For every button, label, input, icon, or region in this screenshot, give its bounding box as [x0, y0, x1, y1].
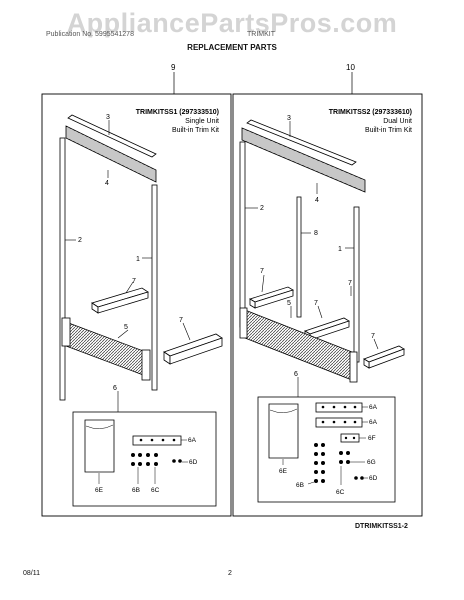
svg-text:6B: 6B [132, 487, 140, 494]
svg-text:6C: 6C [151, 487, 160, 494]
part-5-bottom-grille-dual [239, 307, 358, 383]
callout-10: 10 [346, 63, 355, 94]
kit-title-2: TRIMKITSS2 (297333610) Dual Unit Built-i… [329, 109, 412, 134]
svg-text:Dual Unit: Dual Unit [383, 118, 412, 125]
svg-text:6F: 6F [368, 435, 376, 442]
svg-text:7: 7 [348, 280, 352, 287]
part-7-bracket-dual-c [363, 345, 405, 369]
svg-text:2: 2 [260, 205, 264, 212]
svg-text:7: 7 [132, 278, 136, 285]
hardware-kit-box-right [257, 396, 396, 503]
part-2-side-trim [59, 137, 66, 401]
svg-text:6B: 6B [296, 482, 304, 489]
screws-left [131, 453, 182, 466]
part-6f-plate [340, 433, 360, 443]
right-kit-labels: 6A 6A 6F 6G 6D 6E 6B 6C [279, 404, 378, 496]
svg-text:9: 9 [171, 63, 176, 72]
footer-date: 08/11 [23, 570, 40, 577]
svg-text:2: 2 [78, 237, 82, 244]
svg-text:1: 1 [136, 256, 140, 263]
svg-text:Built-in Trim Kit: Built-in Trim Kit [365, 127, 412, 134]
svg-text:3: 3 [287, 115, 291, 122]
part-6a-brackets-right [315, 402, 363, 428]
part-7-bracket-dual-a [249, 286, 294, 309]
part-4-grille-strip [65, 125, 157, 183]
svg-text:6: 6 [113, 385, 117, 392]
part-8-center-trim [296, 196, 302, 318]
hardware-kit-box-left [72, 411, 217, 507]
model-number: TRIMKIT [247, 31, 275, 38]
footer-page-number: 2 [228, 570, 232, 577]
svg-text:Built-in Trim Kit: Built-in Trim Kit [172, 127, 219, 134]
screws-right [314, 443, 364, 483]
svg-text:8: 8 [314, 230, 318, 237]
svg-text:7: 7 [314, 300, 318, 307]
left-callouts: 3 4 2 1 7 5 7 6 [65, 114, 191, 412]
kit-title-1: TRIMKITSS1 (297333510) Single Unit Built… [136, 109, 219, 134]
svg-text:7: 7 [179, 317, 183, 324]
svg-text:TRIMKITSS1 (297333510): TRIMKITSS1 (297333510) [136, 109, 219, 116]
watermark: AppliancePartsPros.com [66, 8, 398, 38]
part-5-bottom-grille [61, 317, 151, 381]
svg-text:4: 4 [315, 197, 319, 204]
svg-text:6A: 6A [369, 419, 378, 426]
part-3-top-trim-dual [246, 119, 357, 166]
svg-text:Single Unit: Single Unit [185, 118, 219, 125]
svg-text:6A: 6A [188, 437, 197, 444]
diagram-code: DTRIMKITSS1-2 [355, 523, 408, 530]
page-title: REPLACEMENT PARTS [187, 43, 277, 52]
part-7-bracket [91, 287, 149, 314]
part-6e-template-left [84, 419, 115, 473]
left-kit-labels: 6A 6D 6E 6B 6C [95, 437, 198, 494]
svg-text:4: 4 [105, 180, 109, 187]
svg-text:3: 3 [106, 114, 110, 121]
svg-text:6E: 6E [95, 487, 104, 494]
svg-text:6G: 6G [367, 459, 376, 466]
svg-text:6D: 6D [189, 459, 198, 466]
svg-text:6C: 6C [336, 489, 345, 496]
part-3-top-trim [67, 114, 157, 158]
svg-text:5: 5 [124, 324, 128, 331]
svg-text:6A: 6A [369, 404, 378, 411]
svg-text:6D: 6D [369, 475, 378, 482]
part-6a-bracket-left [132, 435, 182, 446]
panel-single-unit [41, 93, 232, 517]
part-4-grille-strip-dual [241, 127, 366, 193]
svg-text:7: 7 [371, 333, 375, 340]
publication-number: Publication No. 5995541278 [46, 31, 134, 38]
svg-text:10: 10 [346, 63, 355, 72]
part-1-side-trim [151, 184, 158, 391]
right-callouts: 3 4 2 8 1 7 7 5 7 7 6 [245, 115, 379, 397]
svg-text:6: 6 [294, 371, 298, 378]
part-7-bracket-lower [163, 333, 223, 365]
svg-text:5: 5 [287, 300, 291, 307]
svg-text:6E: 6E [279, 468, 288, 475]
part-6e-template-right [268, 403, 299, 459]
callout-9: 9 [171, 63, 176, 94]
svg-text:7: 7 [260, 268, 264, 275]
svg-text:1: 1 [338, 246, 342, 253]
svg-text:TRIMKITSS2 (297333610): TRIMKITSS2 (297333610) [329, 109, 412, 116]
panel-dual-unit [232, 93, 423, 517]
part-1-side-trim-dual [353, 206, 360, 363]
part-2-side-trim-dual [239, 141, 246, 328]
